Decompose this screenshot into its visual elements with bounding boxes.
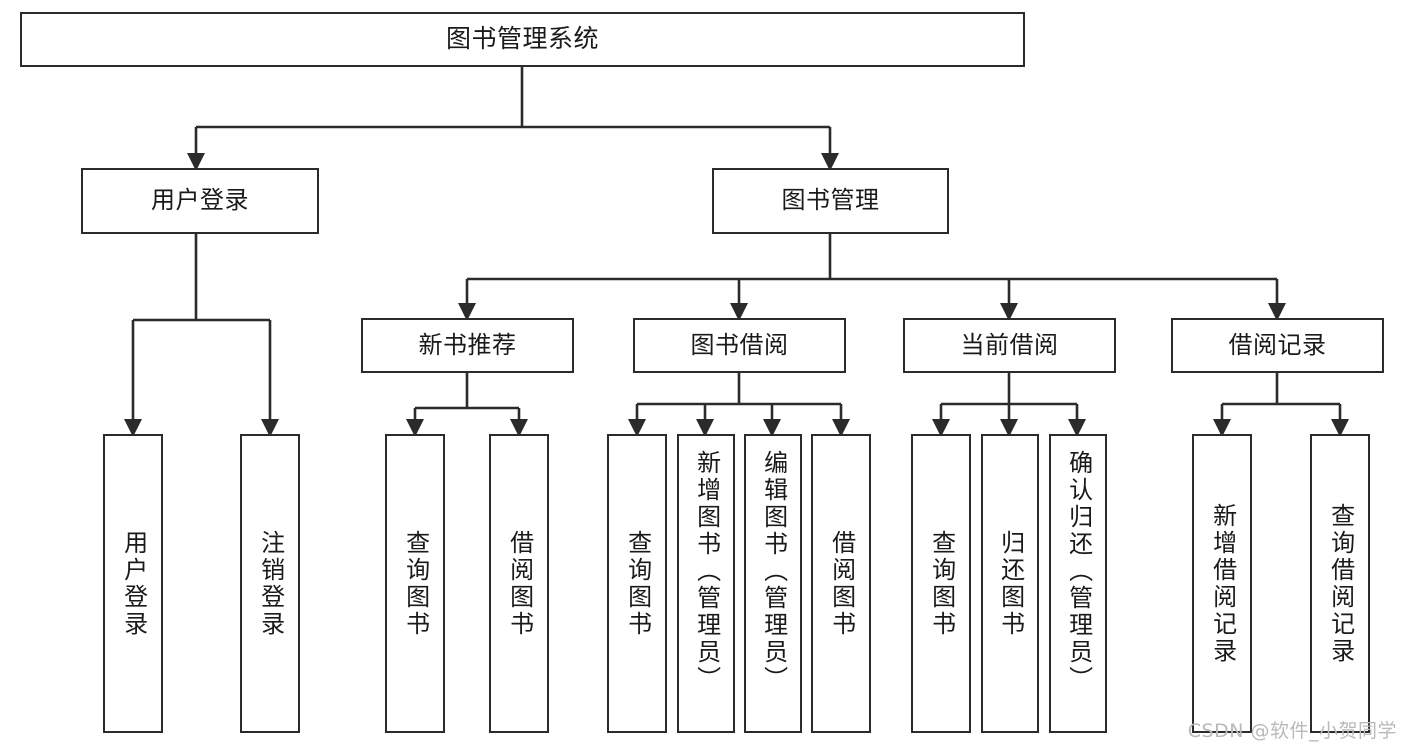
node-borrow-record[interactable]: 借阅记录 (1171, 318, 1384, 373)
node-leaf-query-record[interactable]: 查询借阅记录 (1310, 434, 1370, 733)
node-leaf-logout[interactable]: 注销登录 (240, 434, 300, 733)
node-leaf-add-record[interactable]: 新增借阅记录 (1192, 434, 1252, 733)
node-root-label: 图书管理系统 (445, 24, 599, 54)
node-user-login[interactable]: 用户登录 (81, 168, 319, 234)
node-leaf-query-book-1[interactable]: 查询图书 (385, 434, 445, 733)
node-book-manage-label: 图书管理 (781, 186, 880, 215)
node-leaf-query-book-2-label: 查询图书 (623, 529, 652, 638)
node-leaf-query-book-1-label: 查询图书 (401, 529, 430, 638)
node-leaf-add-book-label: 新增图书（管理员） (692, 450, 721, 693)
node-leaf-borrow-book-1-label: 借阅图书 (505, 529, 534, 638)
node-leaf-borrow-book-2[interactable]: 借阅图书 (811, 434, 871, 733)
node-leaf-add-book[interactable]: 新增图书（管理员） (677, 434, 735, 733)
node-root[interactable]: 图书管理系统 (20, 12, 1025, 67)
node-leaf-user-login[interactable]: 用户登录 (103, 434, 163, 733)
node-leaf-query-record-label: 查询借阅记录 (1326, 502, 1355, 665)
node-new-book-rec-label: 新书推荐 (418, 330, 517, 359)
node-leaf-borrow-book-1[interactable]: 借阅图书 (489, 434, 549, 733)
watermark: CSDN @软件_小贺同学 (1187, 720, 1397, 742)
node-leaf-borrow-book-2-label: 借阅图书 (827, 529, 856, 638)
node-leaf-add-record-label: 新增借阅记录 (1208, 502, 1237, 665)
node-leaf-query-book-3-label: 查询图书 (927, 529, 956, 638)
node-leaf-return-book-label: 归还图书 (996, 529, 1025, 638)
node-leaf-query-book-3[interactable]: 查询图书 (911, 434, 971, 733)
node-book-borrow[interactable]: 图书借阅 (633, 318, 846, 373)
node-leaf-confirm-return-label: 确认归还（管理员） (1064, 450, 1093, 693)
node-leaf-confirm-return[interactable]: 确认归还（管理员） (1049, 434, 1107, 733)
node-current-borrow-label: 当前借阅 (960, 330, 1059, 359)
node-book-borrow-label: 图书借阅 (690, 330, 789, 359)
node-leaf-return-book[interactable]: 归还图书 (981, 434, 1039, 733)
node-leaf-user-login-label: 用户登录 (119, 529, 148, 638)
node-user-login-label: 用户登录 (151, 186, 249, 215)
node-borrow-record-label: 借阅记录 (1228, 330, 1327, 359)
node-leaf-logout-label: 注销登录 (256, 529, 285, 638)
node-leaf-query-book-2[interactable]: 查询图书 (607, 434, 667, 733)
node-book-manage[interactable]: 图书管理 (712, 168, 949, 234)
node-leaf-edit-book[interactable]: 编辑图书（管理员） (744, 434, 802, 733)
node-current-borrow[interactable]: 当前借阅 (903, 318, 1116, 373)
node-new-book-rec[interactable]: 新书推荐 (361, 318, 574, 373)
node-leaf-edit-book-label: 编辑图书（管理员） (759, 450, 788, 693)
